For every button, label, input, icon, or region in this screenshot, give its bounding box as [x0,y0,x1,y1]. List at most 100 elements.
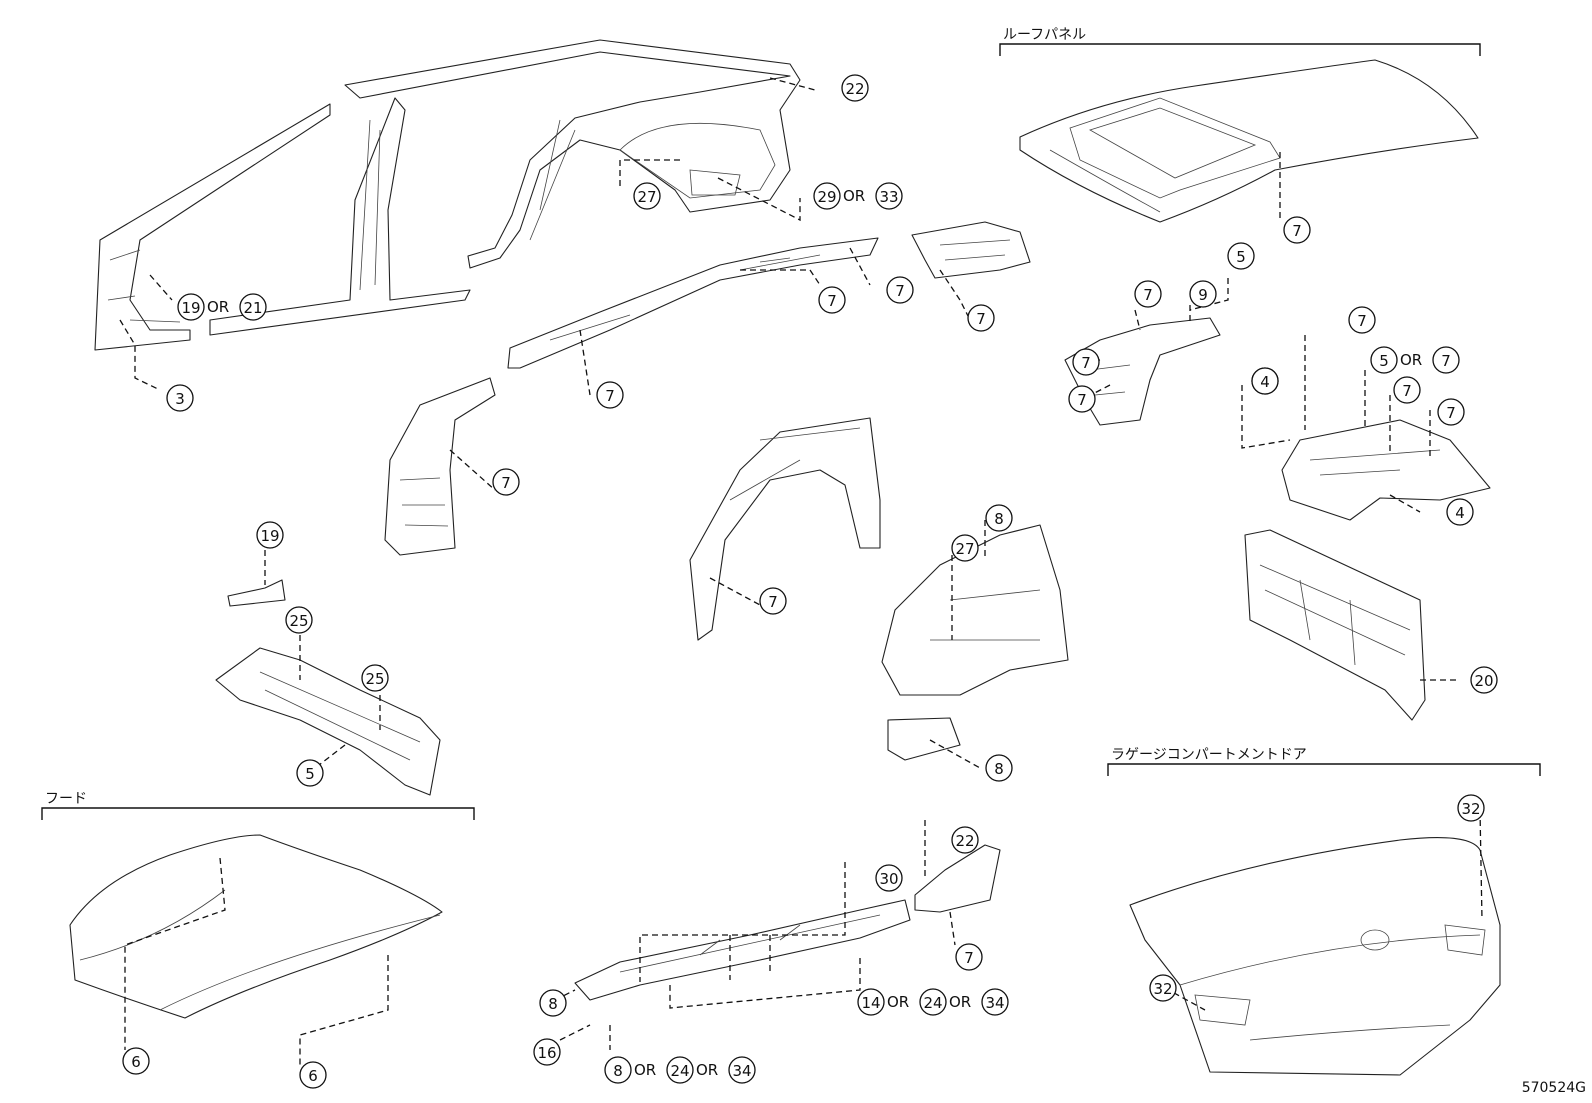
callout-circle [981,988,1009,1016]
callout-c13: 7 [1072,348,1100,376]
lower-back-panel [574,844,1001,1001]
rear-floor-pan [1281,419,1491,521]
callout-circle [1370,346,1398,374]
callout-circle [875,182,903,210]
callout-circle [1283,216,1311,244]
callout-part-number: 14 [861,994,880,1012]
callout-c6: 7 [886,276,914,304]
callout-circle [1072,348,1100,376]
group-label-hood: フード [45,791,87,807]
callout-circle [985,754,1013,782]
callout-c5: 3 [166,384,194,412]
callout-circle [604,1056,632,1084]
callout-c20: 7 [1437,398,1465,426]
callout-circle [285,606,313,634]
callout-circle [239,293,267,321]
callout-circle [299,1061,327,1089]
callout-c27: 5 [296,759,324,787]
callout-c19: 7 [1393,376,1421,404]
callout-part-number: 8 [994,510,1004,528]
callout-c30: 27 [951,534,979,562]
callout-part-number: 25 [365,670,384,688]
callout-or-word: OR [949,993,971,1011]
callout-c42: 32 [1457,794,1485,822]
callout-c12: 7 [1134,280,1162,308]
callout-circle [596,381,624,409]
group-roof-panel: ルーフパネル [999,27,1481,56]
callout-c31: 8 [985,754,1013,782]
callout-part-number: 5 [1379,352,1389,370]
callout-part-number: 3 [175,390,185,408]
callout-part-number: 19 [181,299,200,317]
back-panel [1244,529,1426,721]
callout-part-number: 20 [1474,672,1493,690]
callout-c2: 27 [633,182,661,210]
callout-part-number: 7 [1292,222,1302,240]
callout-circle [1457,794,1485,822]
callout-circle [666,1056,694,1084]
callout-circle [1470,666,1498,694]
callout-circle [818,286,846,314]
callout-circle [1149,974,1177,1002]
callout-or-word: OR [1400,351,1422,369]
callout-part-number: 7 [1402,382,1412,400]
hood-panel [69,834,443,1019]
callout-part-number: 5 [1236,248,1246,266]
callout-part-number: 7 [1357,312,1367,330]
cowl-panel [215,579,441,796]
callout-c24: 19 [256,521,284,549]
callout-circle [985,504,1013,532]
callout-part-number: 19 [260,527,279,545]
callout-c38: 8 [539,989,567,1017]
callout-part-number: 32 [1153,980,1172,998]
callout-circle [361,664,389,692]
callout-part-number: 4 [1260,373,1270,391]
callout-c15: 7 [1348,306,1376,334]
callout-part-number: 7 [1077,391,1087,409]
leader-lines [119,77,1483,1068]
callout-c16: 5 OR 7 [1370,346,1460,374]
group-hood: フード [41,791,475,820]
callout-circle [919,988,947,1016]
group-label-luggage-door: ラゲージコンパートメントドア [1111,747,1307,763]
callout-part-number: 29 [817,188,836,206]
callout-or-word: OR [634,1061,656,1079]
callout-part-number: 8 [548,995,558,1013]
callout-c14: 7 [1068,385,1096,413]
callout-c28: 7 [759,587,787,615]
callout-circle [1189,280,1217,308]
callout-c9: 7 [1283,216,1311,244]
callout-circle [813,182,841,210]
callout-c25: 25 [285,606,313,634]
callout-part-number: 22 [845,80,864,98]
callout-circle [955,943,983,971]
callout-circle [1432,346,1460,374]
callout-part-number: 7 [605,387,615,405]
callout-circle [1393,376,1421,404]
callout-c21: 4 [1446,498,1474,526]
callout-part-number: 27 [955,540,974,558]
callout-c32: 20 [1470,666,1498,694]
callout-c11: 9 [1189,280,1217,308]
callout-circle [841,74,869,102]
callout-c10: 5 [1227,242,1255,270]
callout-circle [1446,498,1474,526]
callout-part-number: 21 [243,299,262,317]
callout-part-number: 6 [308,1067,318,1085]
callout-circle [1348,306,1376,334]
callout-part-number: 7 [1441,352,1451,370]
callout-c43: 32 [1149,974,1177,1002]
front-pillar-inner [384,377,496,556]
callout-part-number: 7 [501,474,511,492]
callout-circle [1134,280,1162,308]
callout-part-number: 25 [289,612,308,630]
callout-c37: 7 [955,943,983,971]
callout-circle [122,1047,150,1075]
callout-part-number: 7 [964,949,974,967]
callout-c35: 22 [951,826,979,854]
callout-c18: 4 [1251,367,1279,395]
